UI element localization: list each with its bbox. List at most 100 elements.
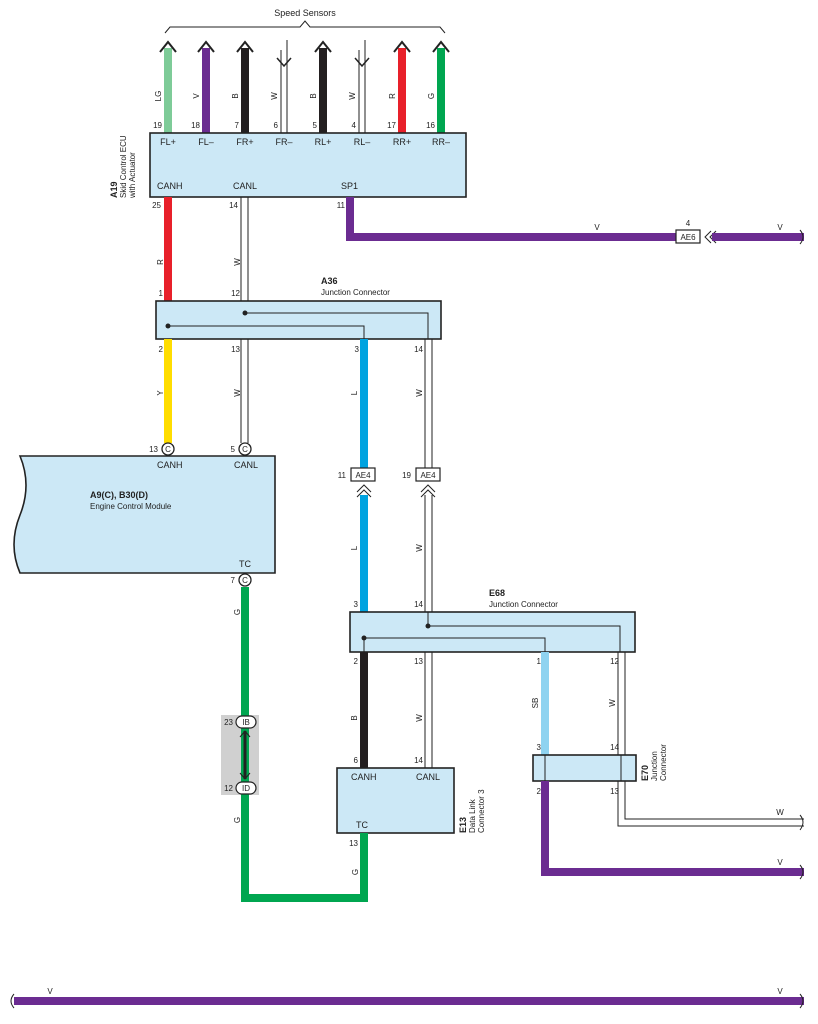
code-w-5: W bbox=[415, 714, 424, 722]
a36-code: A36 bbox=[321, 276, 338, 286]
sensor-arrow-rr-pos bbox=[393, 40, 411, 53]
bottom-v-continue-right bbox=[799, 993, 804, 1009]
code-w-4: W bbox=[415, 544, 424, 552]
sensor-wire-rr-pos bbox=[398, 48, 406, 133]
e70-w-continue-mark bbox=[799, 814, 804, 831]
sensor-color-code-rr-neg: G bbox=[427, 93, 436, 99]
e13-code: E13 bbox=[458, 817, 468, 833]
e68-pin-12: 12 bbox=[610, 657, 619, 666]
e70-internal-links bbox=[544, 755, 622, 781]
wire-l-a36-ae4 bbox=[360, 339, 368, 468]
wire-sb-e68-e70 bbox=[541, 652, 549, 755]
ib-id-arrows bbox=[239, 730, 251, 780]
e13-pin-14: 14 bbox=[414, 756, 423, 765]
code-w-2: W bbox=[233, 389, 242, 397]
code-g-2: G bbox=[233, 817, 242, 823]
ecm-conn-c-1: C bbox=[165, 445, 171, 454]
ae6-continue-mark bbox=[799, 229, 804, 245]
wire-g-tc bbox=[241, 587, 368, 902]
ae6-label: AE6 bbox=[680, 233, 696, 242]
pin-a19-11: 11 bbox=[337, 201, 346, 210]
a19-code: A19 bbox=[109, 181, 119, 198]
ae4-chevron-l bbox=[356, 484, 372, 498]
wire-w-e70-out bbox=[617, 781, 804, 827]
a19-terminal-fr-pos: FR+ bbox=[236, 137, 253, 147]
ecm-name: Engine Control Module bbox=[90, 502, 172, 511]
sensor-color-code-rr-pos: R bbox=[388, 93, 397, 99]
wire-y-a36-ecm bbox=[164, 339, 172, 443]
sensor-wire-fl-pos bbox=[164, 48, 172, 133]
sensor-arrow-rl-pos bbox=[314, 40, 332, 53]
id-label: ID bbox=[242, 784, 250, 793]
a19-terminal-fl-neg: FL– bbox=[198, 137, 214, 147]
sensor-color-code-fl-pos: LG bbox=[154, 91, 163, 102]
ib-label: IB bbox=[242, 718, 250, 727]
code-y: Y bbox=[156, 390, 165, 396]
ae4-chevron-w bbox=[420, 484, 436, 498]
a36-pin-3: 3 bbox=[355, 345, 360, 354]
e70-title: E70 Junction Connector bbox=[640, 744, 668, 781]
sensor-color-code-rl-pos: B bbox=[309, 93, 318, 98]
e13-tc-label: TC bbox=[356, 820, 368, 830]
ecm-code: A9(C), B30(D) bbox=[90, 490, 148, 500]
code-v-sp1: V bbox=[594, 223, 600, 232]
sensor-pin-fr-neg: 6 bbox=[274, 121, 279, 130]
sensor-pin-rl-neg: 4 bbox=[352, 121, 357, 130]
speed-sensors-title: Speed Sensors bbox=[274, 8, 336, 18]
e13-name-line2: Connector 3 bbox=[477, 789, 486, 833]
id-connector bbox=[235, 781, 257, 795]
sensor-wire-rr-neg bbox=[437, 48, 445, 133]
sensor-wire-fl-neg bbox=[202, 48, 210, 133]
e13-name-line1: Data Link bbox=[468, 798, 477, 833]
a19-name-line2: with Actuator bbox=[128, 152, 137, 199]
a36-pin-2: 2 bbox=[159, 345, 164, 354]
ecm-canl-connector bbox=[238, 442, 252, 456]
a19-terminal-fr-neg: FR– bbox=[275, 137, 292, 147]
code-g-1: G bbox=[233, 609, 242, 615]
sensor-color-code-fl-neg: V bbox=[192, 93, 201, 99]
a36-name: Junction Connector bbox=[321, 288, 390, 297]
id-pin-12: 12 bbox=[224, 784, 233, 793]
a36-junction-connector bbox=[155, 300, 442, 340]
ae6-pin: 4 bbox=[686, 219, 691, 228]
code-w-e70-out: W bbox=[776, 808, 784, 817]
e13-data-link-connector bbox=[336, 767, 455, 834]
ae4-label-l: AE4 bbox=[355, 471, 371, 480]
a36-pin-14: 14 bbox=[414, 345, 423, 354]
sensor-arrow-fr-pos bbox=[236, 40, 254, 53]
ae4-pin-11: 11 bbox=[338, 471, 347, 480]
ecm-pin-5: 5 bbox=[231, 445, 236, 454]
e68-code: E68 bbox=[489, 588, 505, 598]
ae4-pin-19: 19 bbox=[402, 471, 411, 480]
a36-pin-12: 12 bbox=[231, 289, 240, 298]
code-w-1: W bbox=[233, 258, 242, 266]
e68-pin-2: 2 bbox=[354, 657, 359, 666]
ecm-tc-connector bbox=[238, 573, 252, 587]
a19-title: A19 Skid Control ECU with Actuator bbox=[109, 135, 137, 199]
e13-title: E13 Data Link Connector 3 bbox=[458, 789, 486, 833]
sensor-pin-fr-pos: 7 bbox=[235, 121, 240, 130]
pin-a19-14: 14 bbox=[229, 201, 238, 210]
wire-v-e70-out bbox=[541, 781, 804, 876]
ib-connector bbox=[235, 715, 257, 729]
code-w-6: W bbox=[608, 699, 617, 707]
e70-pin-3: 3 bbox=[537, 743, 542, 752]
sensor-pin-rr-pos: 17 bbox=[387, 121, 396, 130]
code-sb: SB bbox=[531, 698, 540, 709]
ae4-label-w: AE4 bbox=[420, 471, 436, 480]
ecm-canh-connector bbox=[161, 442, 175, 456]
sensor-arrow-rl-neg bbox=[354, 57, 370, 68]
pin-a19-25: 25 bbox=[152, 201, 161, 210]
a19-skid-control-ecu bbox=[149, 132, 467, 198]
e13-canh-label: CANH bbox=[351, 772, 377, 782]
e70-code: E70 bbox=[640, 765, 650, 781]
sensor-pin-rl-pos: 5 bbox=[313, 121, 318, 130]
code-w-3: W bbox=[415, 389, 424, 397]
sensor-color-code-rl-neg: W bbox=[348, 92, 357, 100]
sensor-pin-rr-neg: 16 bbox=[426, 121, 435, 130]
sensor-arrow-fr-neg bbox=[276, 57, 292, 68]
code-r-1: R bbox=[156, 259, 165, 265]
ecm-conn-c-2: C bbox=[242, 445, 248, 454]
